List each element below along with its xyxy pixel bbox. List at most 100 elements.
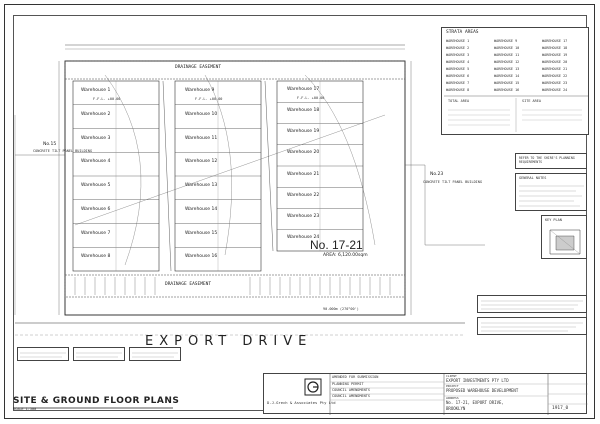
schedule-row: WAREHOUSE 7	[446, 81, 470, 85]
job-number: 1917_0	[552, 406, 569, 411]
warehouse-label: Warehouse 4	[81, 159, 111, 164]
site-plan-drawing	[14, 44, 485, 336]
warehouse-label: Warehouse 5	[81, 183, 111, 188]
ffl-tag: F.F.L. +00.00	[195, 97, 223, 101]
title-block-grid	[329, 374, 588, 415]
schedule-row: WAREHOUSE 5	[446, 67, 470, 71]
site-area-title: SITE AREA	[522, 99, 541, 103]
schedule-row: WAREHOUSE 18	[542, 46, 568, 50]
schedule-row: WAREHOUSE 9	[494, 39, 518, 43]
revision-2: PLANNING PERMIT	[332, 382, 364, 386]
right-neighbour-note: CONCRETE TILT PANEL BUILDING	[423, 180, 483, 184]
note-box-1	[477, 295, 587, 313]
revision-3: COUNCIL AMENDMENTS	[332, 388, 370, 392]
plan-title: SITE & GROUND FLOOR PLANS	[13, 396, 180, 406]
client-label: CLIENT	[446, 374, 457, 378]
ffl-tag: F.F.L. +00.00	[93, 97, 121, 101]
street-name: EXPORT DRIVE	[145, 334, 313, 349]
schedule-row: WAREHOUSE 10	[494, 46, 520, 50]
bottom-note-3	[129, 347, 181, 361]
schedule-row: WAREHOUSE 1	[446, 39, 470, 43]
project-name: PROPOSED WAREHOUSE DEVELOPMENT	[446, 388, 519, 393]
schedule-row: WAREHOUSE 21	[542, 67, 568, 71]
client-name: EXPORT INVESTMENTS PTY LTD	[446, 378, 509, 383]
schedule-row: WAREHOUSE 4	[446, 60, 470, 64]
right-neighbour-label: No.23	[430, 172, 444, 177]
warehouse-label: Warehouse 16	[185, 254, 218, 259]
schedule-row: WAREHOUSE 17	[542, 39, 568, 43]
project-label: PROJECT	[446, 384, 459, 388]
firm-name: D.J.Grech & Associates Pty Ltd	[267, 400, 336, 405]
lot-area: AREA: 6,120.00sqm	[323, 253, 368, 258]
warehouse-label: Warehouse 7	[81, 231, 111, 236]
general-notes-title: GENERAL NOTES	[519, 176, 547, 180]
schedule-row: WAREHOUSE 16	[494, 88, 520, 92]
warehouse-label: Warehouse 8	[81, 254, 111, 259]
title-underline	[13, 407, 173, 409]
schedule-title: STRATA AREAS	[446, 30, 479, 35]
warehouse-label: Warehouse 18	[287, 108, 320, 113]
schedule-row: WAREHOUSE 12	[494, 60, 520, 64]
schedule-row: WAREHOUSE 19	[542, 53, 568, 57]
planning-note-box: REFER TO THE SHIRE'S PLANNING REQUIREMEN…	[515, 153, 587, 169]
schedule-row: WAREHOUSE 3	[446, 53, 470, 57]
lot-number: No. 17-21	[310, 238, 363, 252]
warehouse-label: Warehouse 15	[185, 231, 218, 236]
revision-1: AMENDED FOR SUBMISSION	[332, 375, 379, 379]
schedule-row: WAREHOUSE 2	[446, 46, 470, 50]
ffl-tag: F.F.L. +00.00	[297, 96, 325, 100]
schedule-row: WAREHOUSE 15	[494, 81, 520, 85]
easement-label: DRAINAGE EASEMENT	[175, 65, 222, 70]
plan-scale: SCALE 1:500	[13, 407, 37, 411]
schedule-rules	[444, 95, 588, 132]
warehouse-label: Warehouse 11	[185, 136, 218, 141]
bottom-note-1	[17, 347, 69, 361]
totals-title: TOTAL AREA	[448, 99, 470, 103]
warehouse-label: Warehouse 2	[81, 112, 111, 117]
schedule-row: WAREHOUSE 13	[494, 67, 520, 71]
key-plan-box: KEY PLAN	[541, 215, 587, 259]
notes-lines	[519, 185, 584, 207]
schedule-row: WAREHOUSE 11	[494, 53, 520, 57]
revision-4: COUNCIL AMENDMENTS	[332, 394, 370, 398]
warehouse-label: Warehouse 20	[287, 150, 320, 155]
warehouse-label: Warehouse 13	[185, 183, 218, 188]
warehouse-label: Warehouse 24	[287, 235, 320, 240]
schedule-row: WAREHOUSE 20	[542, 60, 568, 64]
warehouse-label: Warehouse 9	[185, 88, 215, 93]
schedule-row: WAREHOUSE 8	[446, 88, 470, 92]
warehouse-label: Warehouse 17	[287, 87, 320, 92]
planning-note: REFER TO THE SHIRE'S PLANNING REQUIREMEN…	[519, 156, 575, 164]
address-label: ADDRESS	[446, 396, 459, 400]
schedule-row: WAREHOUSE 23	[542, 81, 568, 85]
frontage-dimension: 90.000m (270°00')	[323, 307, 359, 311]
left-neighbour-note: CONCRETE TILT PANEL BUILDING	[33, 149, 93, 153]
warehouse-label: Warehouse 1	[81, 88, 111, 93]
suburb: BROOKLYN	[446, 406, 466, 411]
warehouse-label: Warehouse 19	[287, 129, 320, 134]
warehouse-label: Warehouse 21	[287, 172, 320, 177]
warehouse-label: Warehouse 10	[185, 112, 218, 117]
warehouse-label: Warehouse 14	[185, 207, 218, 212]
warehouse-label: Warehouse 6	[81, 207, 111, 212]
schedule-row: WAREHOUSE 14	[494, 74, 520, 78]
title-block: D.J.Grech & Associates Pty Ltd AMENDED F…	[263, 373, 588, 415]
note-box-2	[477, 317, 587, 335]
left-neighbour-label: No.15	[43, 142, 57, 147]
drawing-sheet: Warehouse 1 Warehouse 2 Warehouse 3 Ware…	[4, 4, 595, 419]
easement-label: DRAINAGE EASEMENT	[165, 282, 212, 287]
firm-logo	[304, 378, 322, 396]
schedule-row: WAREHOUSE 22	[542, 74, 568, 78]
key-plan-diagram	[549, 229, 581, 255]
address: No. 17-21, EXPORT DRIVE,	[446, 400, 504, 405]
warehouse-label: Warehouse 22	[287, 193, 320, 198]
key-plan-title: KEY PLAN	[545, 218, 562, 222]
strata-area-schedule: STRATA AREAS WAREHOUSE 1 WAREHOUSE 9 WAR…	[441, 27, 589, 135]
schedule-row: WAREHOUSE 6	[446, 74, 470, 78]
warehouse-label: Warehouse 23	[287, 214, 320, 219]
schedule-row: WAREHOUSE 24	[542, 88, 568, 92]
bottom-note-2	[73, 347, 125, 361]
warehouse-label: Warehouse 3	[81, 136, 111, 141]
warehouse-label: Warehouse 12	[185, 159, 218, 164]
general-notes-box: GENERAL NOTES	[515, 173, 587, 211]
